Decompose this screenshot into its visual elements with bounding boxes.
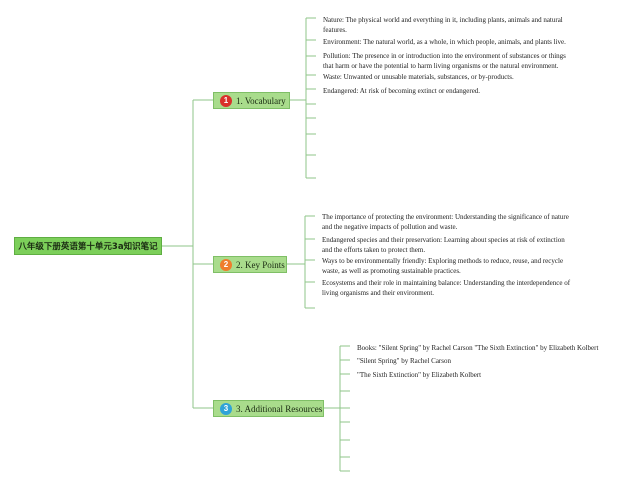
leaf-environmentally-friendly[interactable]: Ways to be environmentally friendly: Exp… — [322, 257, 564, 275]
leaf-ecosystems[interactable]: Ecosystems and their role in maintaining… — [322, 279, 571, 297]
leaf-environment[interactable]: Environment: The natural world, as a who… — [323, 38, 566, 46]
leaf-importance[interactable]: The importance of protecting the environ… — [322, 213, 569, 231]
branch-label: 2. Key Points — [236, 259, 285, 270]
root-topic[interactable]: 八年级下册英语第十单元3a知识笔记 — [14, 237, 162, 255]
leaf-sixth-extinction[interactable]: "The Sixth Extinction" by Elizabeth Kolb… — [357, 371, 482, 379]
branch-label: 3. Additional Resources — [236, 403, 323, 414]
number-2-icon: 2 — [220, 258, 232, 271]
leaf-endangered-species[interactable]: Endangered species and their preservatio… — [322, 236, 565, 254]
leaf-books[interactable]: Books: "Silent Spring" by Rachel Carson … — [357, 344, 599, 352]
branch-key-points[interactable]: 2 2. Key Points — [213, 256, 287, 273]
leaf-nature[interactable]: Nature: The physical world and everythin… — [323, 16, 563, 34]
leaf-waste[interactable]: Waste: Unwanted or unusable materials, s… — [323, 73, 514, 81]
branch-additional-resources[interactable]: 3 3. Additional Resources — [213, 400, 324, 417]
number-3-icon: 3 — [220, 402, 232, 415]
branch-vocabulary[interactable]: 1 1. Vocabulary — [213, 92, 290, 109]
number-1-icon: 1 — [220, 94, 232, 107]
root-topic-label: 八年级下册英语第十单元3a知识笔记 — [18, 242, 158, 252]
leaf-endangered[interactable]: Endangered: At risk of becoming extinct … — [323, 87, 481, 95]
branch-label: 1. Vocabulary — [236, 95, 286, 106]
leaf-pollution[interactable]: Pollution: The presence in or introducti… — [323, 52, 566, 70]
leaf-silent-spring[interactable]: "Silent Spring" by Rachel Carson — [357, 357, 451, 365]
